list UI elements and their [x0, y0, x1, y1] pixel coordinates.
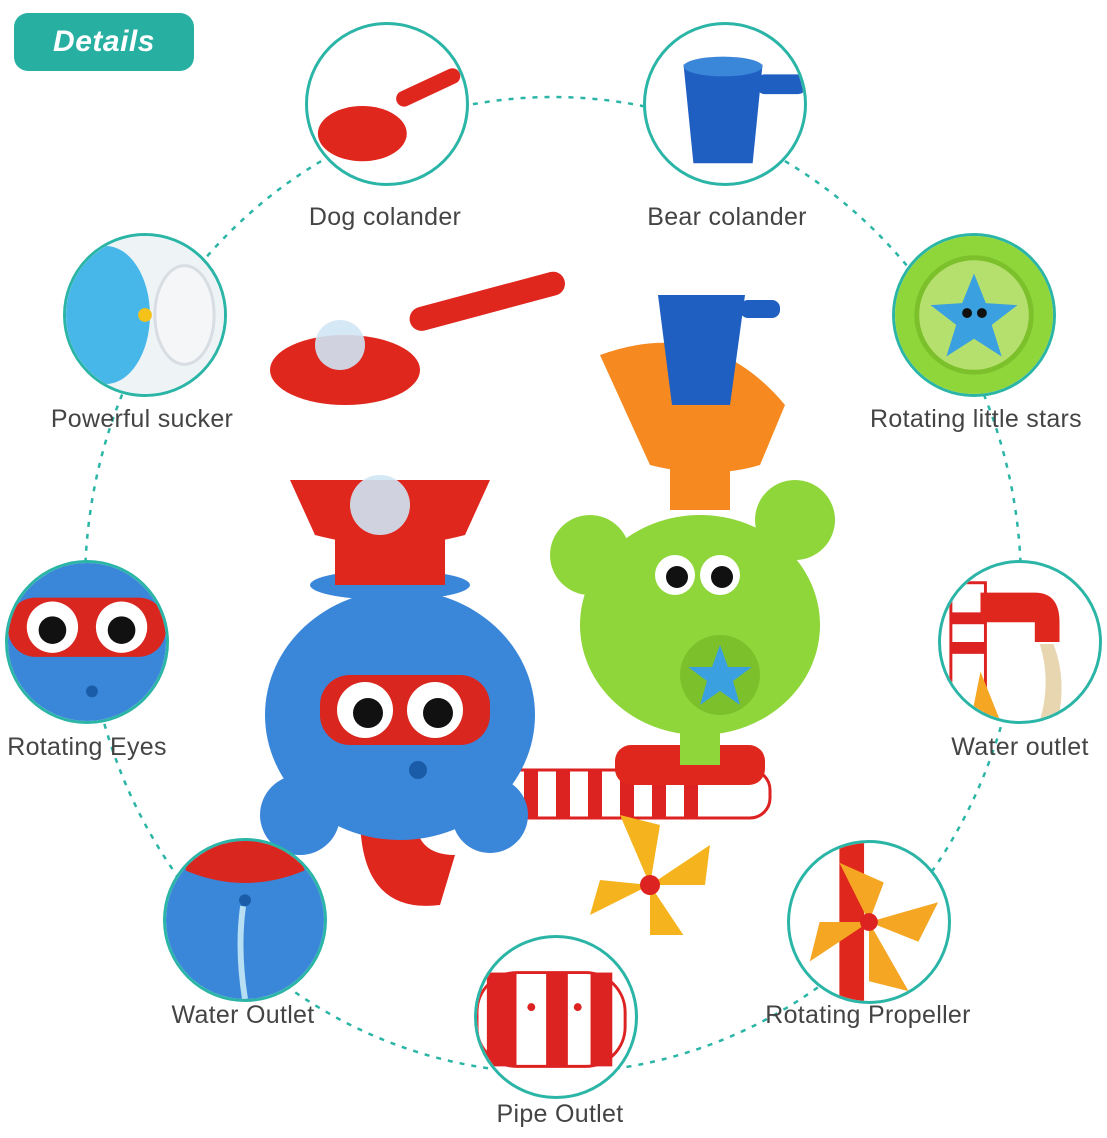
feature-circle-pipe-outlet	[474, 935, 638, 1099]
feature-circle-rotating-eyes	[5, 560, 169, 724]
feature-circle-rotating-propeller	[787, 840, 951, 1004]
label-rotating-eyes: Rotating Eyes	[7, 733, 167, 761]
blue-cup	[658, 295, 780, 405]
label-bear-colander: Bear colander	[647, 203, 807, 231]
label-water-outlet-left: Water Outlet	[171, 1001, 315, 1029]
feature-circle-rotating-stars	[892, 233, 1056, 397]
propeller	[590, 815, 710, 945]
label-pipe-outlet: Pipe Outlet	[496, 1100, 624, 1128]
feature-circle-water-outlet-right	[938, 560, 1102, 724]
details-badge: Details	[14, 13, 194, 71]
octopus	[260, 590, 535, 855]
label-rotating-stars: Rotating little stars	[870, 405, 1082, 433]
starfish-wheel-icon	[895, 236, 1053, 394]
crab	[550, 480, 835, 765]
feature-circle-dog-colander	[305, 22, 469, 186]
red-pipe-icon	[949, 581, 1062, 721]
label-powerful-sucker: Powerful sucker	[50, 405, 234, 433]
label-water-outlet-right: Water outlet	[951, 733, 1089, 761]
label-rotating-propeller: Rotating Propeller	[765, 1001, 971, 1029]
octopus-eyes-icon	[8, 563, 166, 721]
blue-cup-icon	[683, 56, 804, 164]
feature-circle-water-outlet-left	[163, 838, 327, 1002]
label-dog-colander: Dog colander	[308, 203, 462, 231]
octopus-spout-icon	[166, 841, 324, 999]
bath-toy-illustration	[240, 255, 860, 945]
suction-cup-icon	[66, 236, 224, 394]
propeller-icon	[809, 843, 939, 1001]
striped-pipe-icon	[477, 971, 627, 1068]
orange-funnel	[600, 342, 785, 510]
red-scoop	[270, 271, 565, 405]
feature-circle-powerful-sucker	[63, 233, 227, 397]
red-scoop-icon	[317, 68, 461, 162]
feature-circle-bear-colander	[643, 22, 807, 186]
